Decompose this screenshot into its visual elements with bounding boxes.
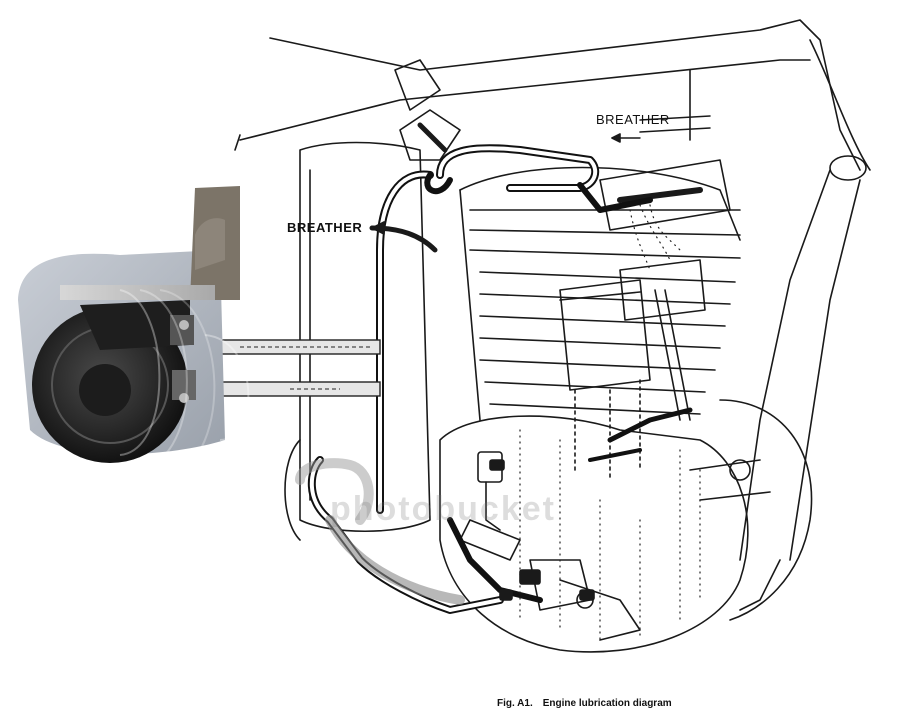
figure-number: Fig. A1. (497, 698, 533, 709)
breather-label-top: BREATHER (596, 112, 670, 127)
oil-tank (299, 109, 461, 533)
frame-tubes (234, 19, 871, 611)
horn-mount-pipes (199, 339, 381, 397)
oil-pipes (295, 144, 693, 614)
oil-pump (459, 451, 641, 641)
fittings (489, 459, 595, 601)
oil-spray (519, 204, 701, 641)
cylinder-head (459, 166, 741, 421)
horn-photo (18, 186, 250, 481)
watermark: photobucket (330, 490, 556, 528)
valve-gear (599, 159, 731, 231)
figure-caption: Fig. A1. Engine lubrication diagram (497, 698, 672, 709)
crankcase (284, 399, 813, 653)
figure-title: Engine lubrication diagram (542, 698, 672, 709)
breather-label-left: BREATHER (287, 220, 363, 235)
pistons (559, 259, 706, 481)
breather-arrow-top (611, 133, 641, 143)
breather-arrow-left (369, 221, 438, 253)
